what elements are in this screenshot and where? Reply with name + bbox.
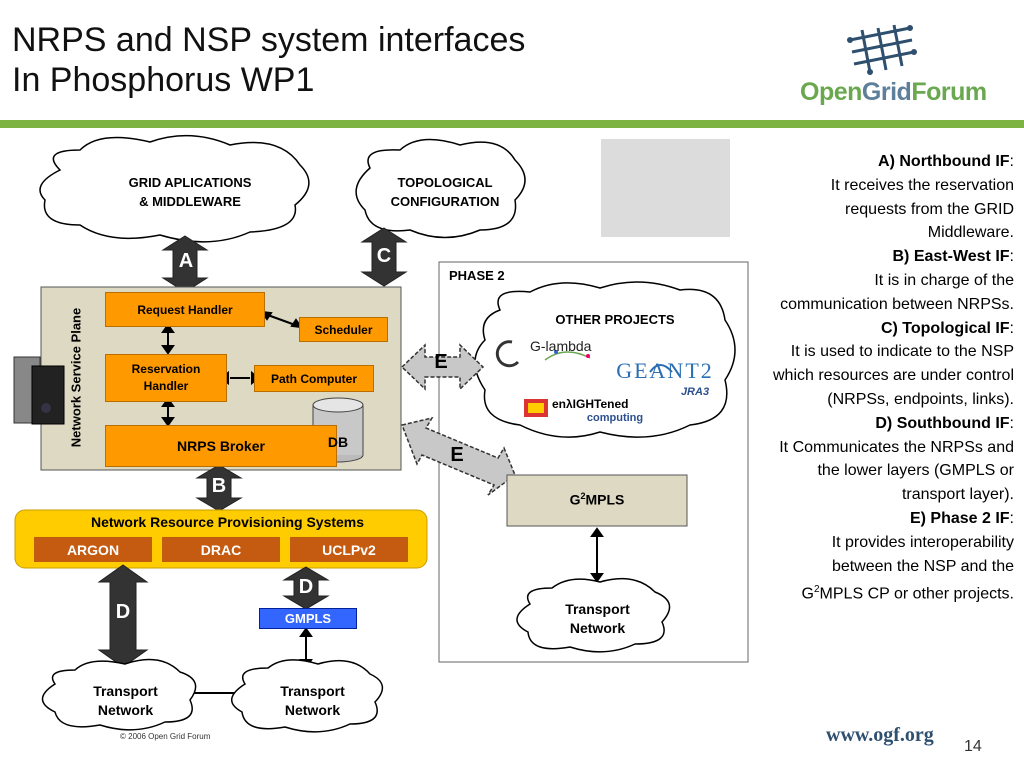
glambda-label: G-lambda: [530, 338, 592, 354]
side-e-title: E) Phase 2 IF: [909, 509, 1010, 527]
title-line-2: In Phosphorus WP1: [12, 61, 315, 99]
g2mpls-sup: 2: [580, 491, 586, 501]
side-a-text: It receives the reservation requests fro…: [830, 176, 1014, 242]
topological-label: TOPOLOGICAL CONFIGURATION: [370, 173, 520, 211]
nrps-item-drac: DRAC: [162, 537, 280, 562]
header-divider: [0, 120, 1024, 128]
transport-mid-line-2: Network: [284, 702, 341, 718]
scheduler-box: Scheduler: [299, 317, 388, 342]
side-e-text-1: It provides interoperability between the…: [801, 533, 1014, 603]
g2mpls-box: [506, 474, 688, 527]
computing-label: computing: [586, 412, 644, 424]
arrow-b-label: B: [211, 475, 227, 497]
grid-apps-line-2: & MIDDLEWARE: [139, 194, 241, 209]
nrps-title: Network Resource Provisioning Systems: [90, 514, 365, 530]
ogf-url-link[interactable]: www.ogf.org: [826, 724, 934, 746]
arrow-e-upper-label: E: [434, 351, 448, 373]
cloud-transport-right: [516, 577, 671, 653]
transport-right-label: Transport Network: [540, 600, 655, 638]
transport-right-line-2: Network: [569, 620, 626, 636]
enlightened-logo-icon: [524, 399, 548, 417]
transport-mid-label: Transport Network: [255, 682, 370, 720]
side-explanation: A) Northbound IF: It receives the reserv…: [772, 150, 1014, 606]
ogf-logo: OpenGridForum: [790, 20, 1010, 110]
transport-mid-line-1: Transport: [280, 683, 345, 699]
image-placeholder: [601, 139, 730, 237]
page-number: 14: [964, 738, 982, 755]
nrps-item-argon: ARGON: [34, 537, 152, 562]
geant-swoosh-icon: [649, 364, 673, 373]
side-e-text: It provides interoperability between the…: [772, 531, 1014, 607]
arrow-c-label: C: [376, 245, 392, 267]
reservation-handler-line-1: Reservation: [131, 362, 201, 376]
grid-logo-icon: [847, 24, 917, 75]
glambda-logo-icon: [495, 340, 591, 368]
topological-line-1: TOPOLOGICAL: [397, 175, 493, 190]
g2mpls-label: G2MPLS: [569, 491, 625, 508]
slide-title: NRPS and NSP system interfaces In Phosph…: [12, 20, 525, 100]
enlightened-label: enλIGHTened: [552, 397, 629, 411]
side-b-title: B) East-West IF: [892, 248, 1010, 266]
side-e-sup: 2: [813, 584, 820, 596]
arrow-a-label: A: [178, 250, 194, 272]
phase2-label: PHASE 2: [449, 268, 505, 283]
arrow-e-lower-label: E: [450, 444, 464, 466]
other-projects-label: OTHER PROJECTS: [555, 312, 675, 327]
arrow-d-left-label: D: [115, 601, 131, 623]
nsp-plane-label: Network Service Plane: [68, 307, 84, 448]
side-d-title: D) Southbound IF: [875, 414, 1010, 432]
side-e-text-2: MPLS CP or other projects.: [819, 585, 1014, 603]
side-a-title: A) Northbound IF: [878, 153, 1010, 170]
cloud-grid-apps: [39, 135, 310, 243]
geant-label: GEANT2: [616, 358, 714, 383]
reservation-handler-line-2: Handler: [143, 379, 189, 393]
cloud-topological: [355, 138, 526, 239]
arrow-c: [360, 227, 408, 287]
nrps-broker-box: NRPS Broker: [105, 425, 337, 467]
path-computer-box: Path Computer: [254, 365, 374, 392]
logo-grid: Grid: [861, 78, 912, 106]
side-c-title: C) Topological IF: [880, 319, 1010, 337]
grid-apps-label: GRID APLICATIONS & MIDDLEWARE: [90, 173, 290, 211]
grid-apps-line-1: GRID APLICATIONS: [128, 175, 252, 190]
db-label: DB: [327, 434, 349, 450]
logo-open: Open: [800, 78, 862, 106]
side-b-text: It is in charge of the communication bet…: [780, 271, 1014, 313]
title-line-1: NRPS and NSP system interfaces: [12, 21, 526, 59]
side-c-text: It is used to indicate to the NSP which …: [772, 343, 1014, 408]
side-d-text: It Communicates the NRPSs and the lower …: [779, 438, 1014, 504]
transport-left-line-1: Transport: [93, 683, 158, 699]
topological-line-2: CONFIGURATION: [390, 194, 500, 209]
cloud-transport-left: [41, 658, 197, 731]
logo-forum: Forum: [911, 78, 987, 106]
copyright: © 2006 Open Grid Forum: [120, 732, 211, 741]
jra3-label: JRA3: [680, 386, 710, 398]
transport-right-line-1: Transport: [565, 601, 630, 617]
cloud-other-projects: [474, 281, 736, 438]
logo-wordmark: OpenGridForum: [800, 78, 987, 107]
gmpls-box: GMPLS: [259, 608, 357, 629]
arrow-e-lower: [400, 416, 516, 496]
arrow-d-right-label: D: [298, 576, 314, 598]
transport-left-line-2: Network: [97, 702, 154, 718]
arrow-e-upper: [400, 343, 485, 391]
cloud-transport-mid: [231, 659, 384, 733]
transport-left-label: Transport Network: [68, 682, 183, 720]
reservation-handler-box: Reservation Handler: [105, 354, 227, 402]
server-icon: [13, 356, 65, 425]
request-handler-box: Request Handler: [105, 292, 265, 327]
nrps-item-uclp: UCLPv2: [290, 537, 408, 562]
